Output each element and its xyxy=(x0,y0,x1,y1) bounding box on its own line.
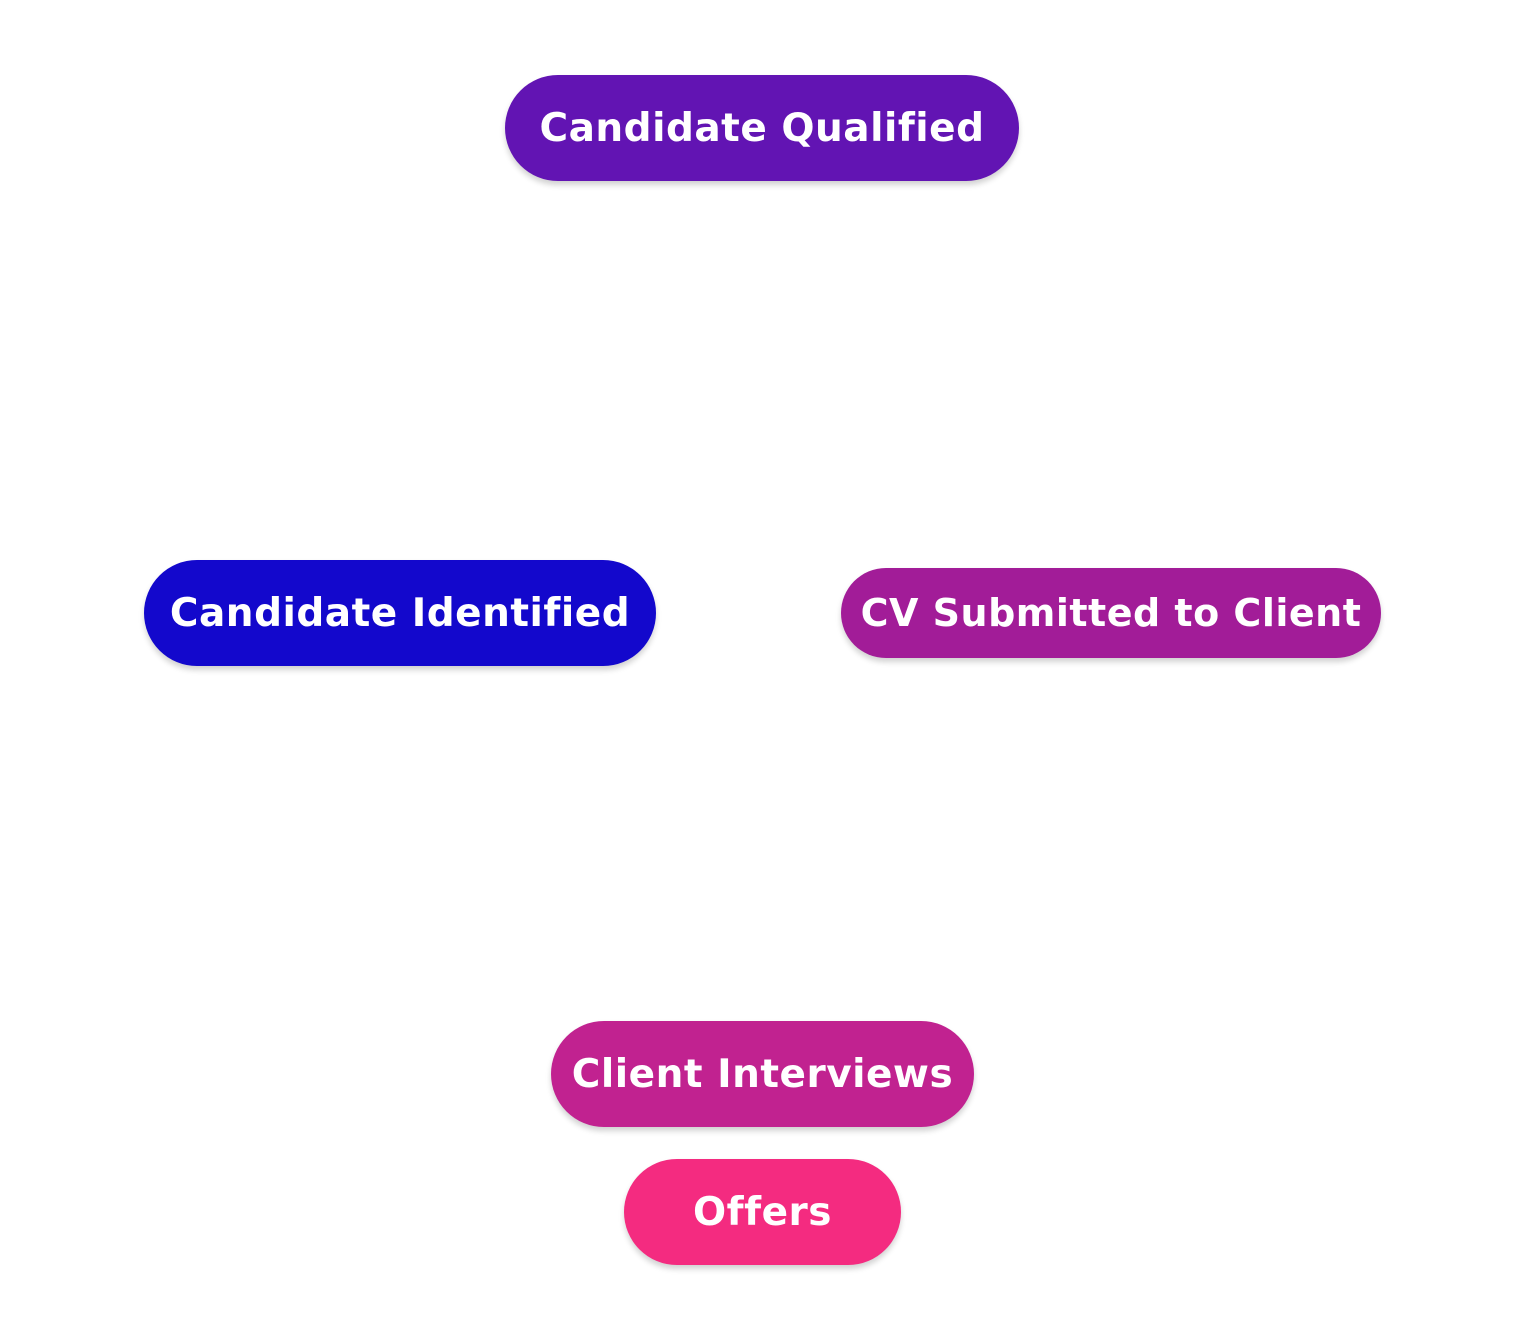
stage-candidate-qualified[interactable]: Candidate Qualified xyxy=(505,75,1019,181)
stage-offers[interactable]: Offers xyxy=(624,1159,901,1265)
stage-cv-submitted-to-client[interactable]: CV Submitted to Client xyxy=(841,568,1381,658)
stage-client-interviews[interactable]: Client Interviews xyxy=(551,1021,974,1127)
stage-candidate-identified[interactable]: Candidate Identified xyxy=(144,560,656,666)
